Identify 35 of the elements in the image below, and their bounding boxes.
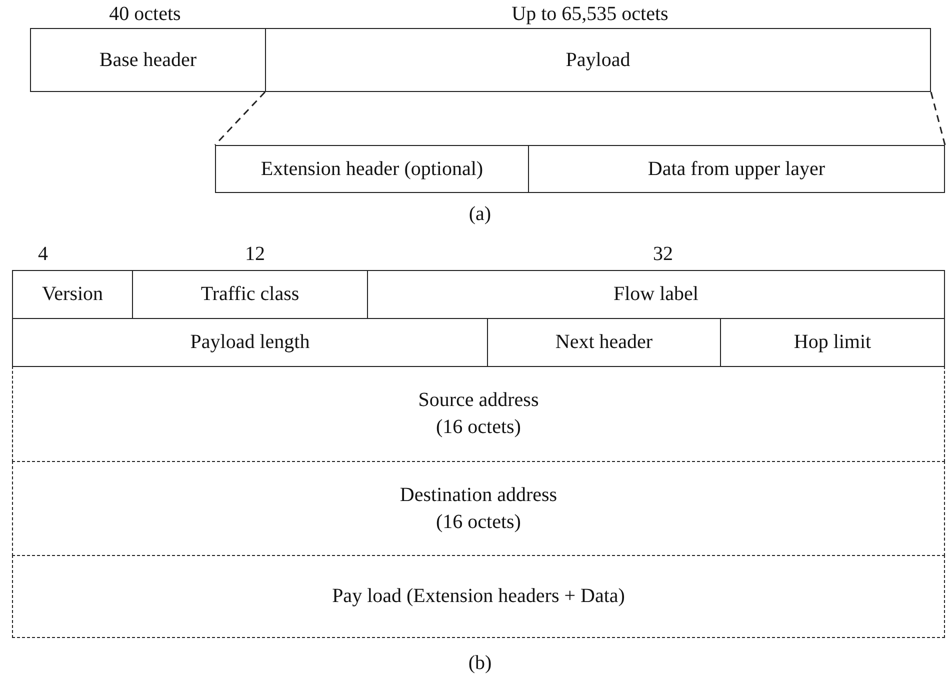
data-field <box>528 145 945 193</box>
payload-field <box>12 555 945 638</box>
payload-field <box>265 28 931 92</box>
bit-width-label: 12 <box>245 243 265 266</box>
header-field <box>30 28 266 92</box>
header-field <box>367 270 945 319</box>
field-label: Base header <box>99 48 197 72</box>
header-field <box>12 318 488 367</box>
field-label: Payload <box>566 48 630 72</box>
expansion-line <box>214 91 266 146</box>
field-label: Version <box>42 282 104 307</box>
size-label: 40 octets <box>109 3 181 26</box>
field-label: Pay load (Extension headers + Data) <box>332 584 625 609</box>
field-label: Data from upper layer <box>648 156 826 182</box>
size-note: (16 octets) <box>436 510 521 534</box>
header-field <box>215 145 529 193</box>
field-label: Flow label <box>614 282 698 307</box>
size-label: Up to 65,535 octets <box>512 3 668 26</box>
field-label: Extension header (optional) <box>260 156 484 182</box>
field-label: Traffic class <box>200 282 300 307</box>
size-note: (16 octets) <box>436 415 521 440</box>
field-label: Hop limit <box>794 330 872 355</box>
field-label: Payload length <box>190 330 310 355</box>
bit-width-label: 32 <box>653 243 673 266</box>
bit-width-label: 4 <box>38 243 48 266</box>
figure-label: (b) <box>468 652 492 675</box>
address-field <box>12 366 945 462</box>
expansion-line <box>930 92 946 146</box>
header-field <box>12 270 133 319</box>
field-label: Next header <box>555 330 653 355</box>
field-label: Destination address <box>400 482 558 508</box>
field-label: Source address <box>418 388 539 413</box>
address-field <box>12 461 945 556</box>
header-field <box>720 318 945 367</box>
figure-label: (a) <box>468 203 492 226</box>
